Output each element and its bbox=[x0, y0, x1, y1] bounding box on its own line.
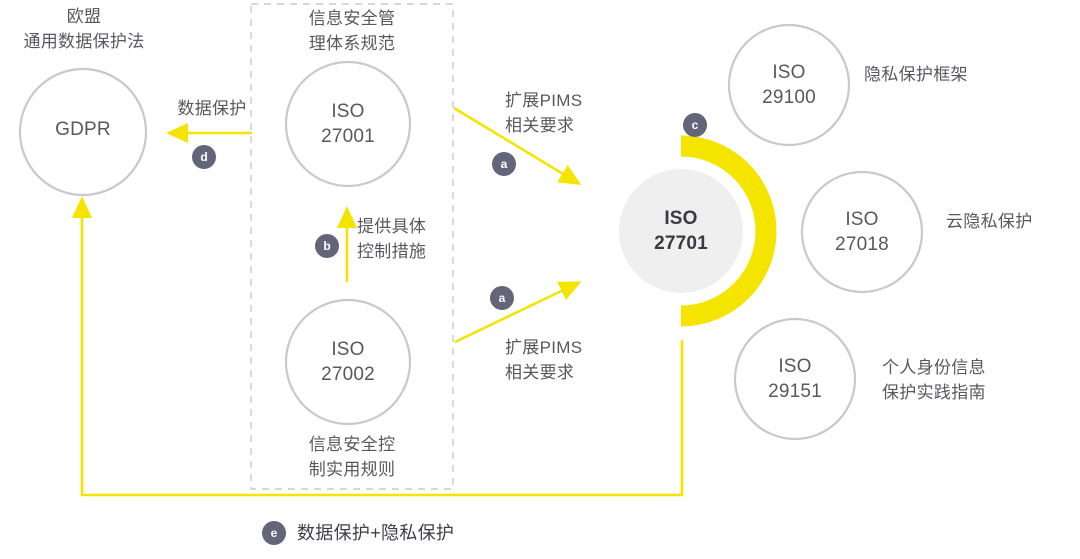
arrow-a-lower bbox=[454, 281, 582, 344]
relation-a-lower-badge: a bbox=[490, 286, 514, 310]
relation-e-label: 数据保护+隐私保护 bbox=[297, 523, 455, 543]
iso29100-caption: 隐私保护框架 bbox=[864, 65, 968, 84]
iso29151-caption: 个人身份信息 保护实践指南 bbox=[882, 358, 986, 402]
iso27002-label-line2: 27002 bbox=[321, 364, 375, 385]
arrow-e-return-path bbox=[71, 196, 684, 497]
relation-b-label: 提供具体 控制措施 bbox=[357, 217, 427, 261]
iso27001-label-line1: ISO bbox=[331, 101, 365, 122]
pims-arc bbox=[680, 135, 777, 327]
iso27001-circle[interactable] bbox=[284, 60, 412, 188]
iso29100-label-line2: 29100 bbox=[762, 87, 816, 108]
iso27018-label-line1: ISO bbox=[845, 209, 879, 230]
iso-group-dashed-box bbox=[250, 3, 454, 490]
relation-c-badge: c bbox=[683, 113, 707, 137]
iso27701-label-line1: ISO bbox=[664, 208, 698, 229]
iso27002-caption: 信息安全控 制实用规则 bbox=[308, 435, 396, 479]
gdpr-label: GDPR bbox=[55, 119, 111, 140]
iso29100-label-line1: ISO bbox=[772, 62, 806, 83]
iso27018-caption: 云隐私保护 bbox=[946, 212, 1033, 231]
iso29151-circle[interactable] bbox=[733, 317, 857, 441]
iso27001-caption: 信息安全管 理体系规范 bbox=[308, 9, 396, 53]
iso27701-circle[interactable] bbox=[619, 169, 743, 293]
relation-d-badge: d bbox=[192, 145, 216, 169]
iso29151-label-line2: 29151 bbox=[768, 381, 822, 402]
iso29151-label-line1: ISO bbox=[778, 356, 812, 377]
relation-a-upper-badge: a bbox=[492, 152, 516, 176]
iso27018-circle[interactable] bbox=[800, 170, 924, 294]
arrow-a-upper bbox=[453, 106, 582, 186]
relation-a-lower-label: 扩展PIMS 相关要求 bbox=[505, 338, 583, 382]
iso29100-circle[interactable] bbox=[727, 23, 851, 147]
iso27001-label-line2: 27001 bbox=[321, 126, 375, 147]
iso27002-label-line1: ISO bbox=[331, 339, 365, 360]
gdpr-caption: 欧盟 通用数据保护法 bbox=[23, 7, 145, 51]
iso27002-circle[interactable] bbox=[284, 298, 412, 426]
iso27701-label-line2: 27701 bbox=[654, 233, 708, 254]
gdpr-circle[interactable] bbox=[18, 67, 148, 197]
relation-e-badge: e bbox=[262, 521, 286, 545]
relation-a-upper-label: 扩展PIMS 相关要求 bbox=[505, 91, 583, 135]
relation-d-label: 数据保护 bbox=[177, 99, 247, 118]
iso27018-label-line2: 27018 bbox=[835, 234, 889, 255]
relation-b-badge: b bbox=[315, 234, 339, 258]
